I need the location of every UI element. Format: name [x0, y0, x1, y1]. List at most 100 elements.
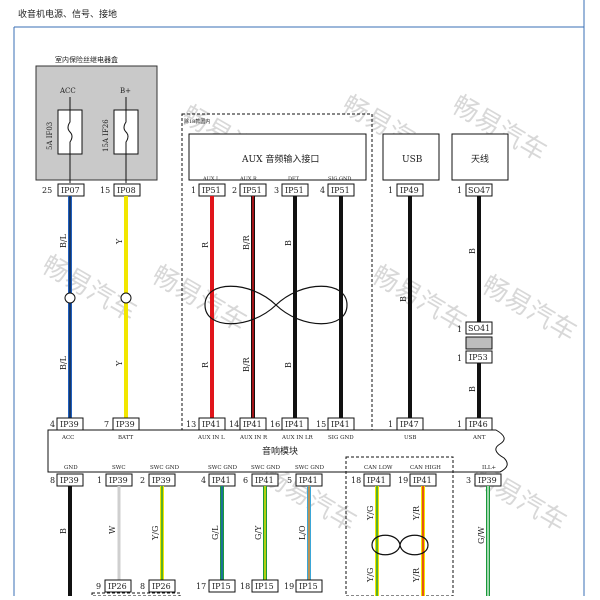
- wire-code: B/L: [59, 233, 68, 248]
- connector-label: IP47: [400, 420, 419, 429]
- module-pin-name: CAN LOW: [364, 465, 393, 471]
- wire-code: B: [468, 386, 477, 392]
- twisted-pair-symbol: [371, 534, 429, 556]
- connector-label: IP39: [60, 476, 79, 485]
- connector-label: IP51: [243, 186, 262, 195]
- module-pin-name: AUX IN LR: [281, 435, 314, 441]
- module-top-connectors: 4 IP39 7 IP39 13 IP41 14 IP41 16 IP41 15…: [50, 417, 493, 431]
- module-pin-name: ILL+: [482, 465, 496, 471]
- connector-label: IP53: [469, 353, 488, 362]
- pin-number: 13: [186, 420, 196, 429]
- connector-label: IP39: [478, 476, 497, 485]
- pin-number: 8: [50, 476, 55, 485]
- module-pin-name: SWC GND: [208, 465, 238, 471]
- module-pin-name: ACC: [61, 435, 74, 441]
- wire-code: G/W: [477, 526, 486, 544]
- usb-box: [382, 133, 440, 181]
- pin-number: 4: [320, 186, 325, 195]
- aux-title: AUX 音频输入接口: [241, 153, 319, 165]
- wire-code: L/O: [298, 525, 307, 540]
- wire-code: Y/G: [151, 526, 160, 541]
- fuse-label-if26: 15A IF26: [102, 119, 110, 152]
- connector-label: IP41: [331, 420, 350, 429]
- module-pin-name: SWC: [112, 465, 126, 471]
- wire-code: B/L: [59, 355, 68, 370]
- connector-label: IP41: [299, 476, 318, 485]
- wire-code: W: [108, 525, 117, 534]
- module-pin-name: USB: [404, 435, 416, 441]
- aux-terminal-name: AUX R: [239, 176, 257, 182]
- connector-label: IP26: [152, 582, 171, 591]
- pin-number: 25: [42, 186, 52, 195]
- pin-number: 14: [229, 420, 239, 429]
- watermark: 畅易汽车: [147, 260, 252, 338]
- pin-number: 2: [232, 186, 237, 195]
- wire-code: B: [59, 528, 68, 534]
- fuse-element: [67, 110, 73, 154]
- wire-code: Y: [115, 360, 124, 367]
- connector-label: IP07: [61, 186, 80, 195]
- twisted-pair-symbol: [204, 285, 348, 325]
- audio-module-box: [47, 429, 508, 473]
- connector-label: IP46: [469, 420, 488, 429]
- connector-label: IP39: [109, 476, 128, 485]
- antenna-title: 天线: [471, 153, 489, 165]
- pin-number: 1: [97, 476, 102, 485]
- pin-number: 4: [50, 420, 55, 429]
- connector-label: IP41: [367, 476, 386, 485]
- module-pin-name: GND: [64, 465, 78, 471]
- connector-label: IP39: [152, 476, 171, 485]
- pin-number: 18: [351, 476, 361, 485]
- dashed-group-can: [345, 456, 454, 597]
- wire-code: B: [399, 296, 408, 302]
- pin-number: 18: [240, 582, 250, 591]
- pin-number: 6: [243, 476, 248, 485]
- pin-number: 7: [104, 420, 109, 429]
- pin-number: 1: [191, 186, 196, 195]
- pin-number: 1: [457, 186, 462, 195]
- connector-label: IP15: [299, 582, 318, 591]
- module-pin-name: CAN HIGH: [410, 465, 441, 471]
- wire-code: B/R: [242, 234, 251, 250]
- wire-code: R: [201, 361, 210, 368]
- aux-terminal-name: SIG GND: [328, 176, 351, 182]
- pin-number: 15: [100, 186, 110, 195]
- wire-code: B: [284, 240, 293, 246]
- module-pin-name: SWC GND: [295, 465, 325, 471]
- pin-number: 1: [388, 420, 393, 429]
- pin-number: 19: [284, 582, 294, 591]
- usb-title: USB: [402, 155, 423, 165]
- wire-code: Y/G: [366, 506, 375, 521]
- fuse-terminal-bplus: B+: [120, 87, 131, 95]
- fuse-box-title: 室内保险丝继电器盒: [55, 55, 118, 64]
- connector-label: IP51: [331, 186, 350, 195]
- pin-number: 4: [201, 476, 206, 485]
- pin-number: 17: [196, 582, 206, 591]
- module-bottom-connectors: 8 IP39 1 IP39 2 IP39 4 IP41 6 IP41 5 IP4…: [50, 473, 502, 487]
- connector-label: IP41: [255, 476, 274, 485]
- connector-box: [251, 579, 279, 593]
- fuse-box: [35, 65, 158, 181]
- fuse-label-ifo3: 5A IF03: [46, 122, 54, 150]
- aux-terminal-name: AUX L: [202, 176, 220, 182]
- wire-code: B: [468, 248, 477, 254]
- pin-number: 15: [316, 420, 326, 429]
- wire-code: B: [284, 362, 293, 368]
- connector-label: IP41: [202, 420, 221, 429]
- pin-number: 19: [398, 476, 408, 485]
- connector-label: IP39: [60, 420, 79, 429]
- connector-label: IP41: [413, 476, 432, 485]
- connector-box: [208, 579, 236, 593]
- connector-box: [465, 321, 493, 335]
- pin-number: 8: [140, 582, 145, 591]
- pin-number: 1: [457, 325, 462, 334]
- aux-terminal-name: DET: [288, 176, 300, 182]
- wire-code: G/L: [211, 525, 220, 540]
- splice-point: [120, 292, 132, 304]
- antenna-box: [451, 133, 509, 181]
- wire-code: Y/G: [366, 568, 375, 583]
- connector-label: IP51: [285, 186, 304, 195]
- splice-point: [64, 292, 76, 304]
- connector-label: IP15: [255, 582, 274, 591]
